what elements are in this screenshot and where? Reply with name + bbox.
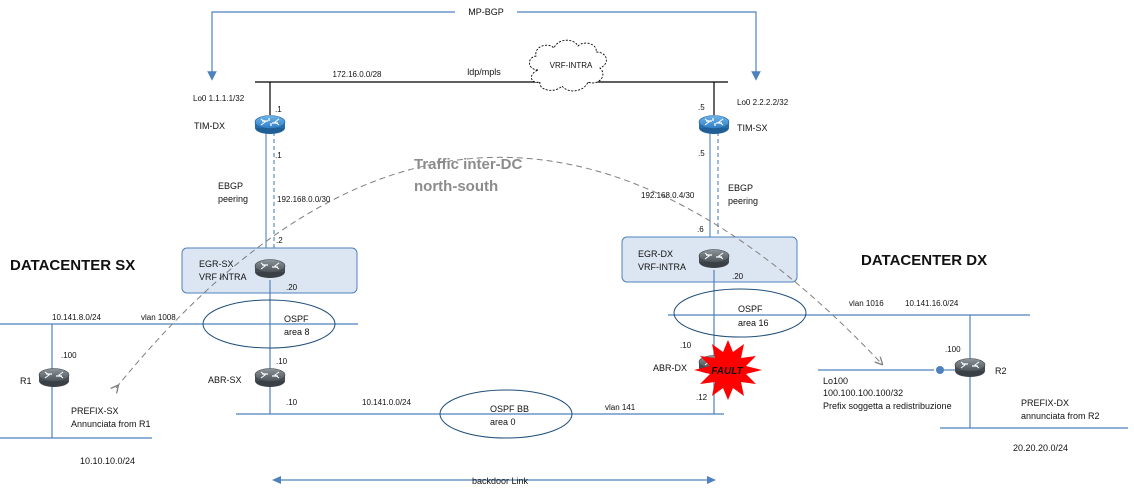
tim-sx-ip-up: .5	[698, 103, 705, 112]
r2-router-icon[interactable]	[954, 357, 986, 378]
tim-dx-name: TIM-DX	[194, 121, 225, 131]
r1-router-icon[interactable]	[38, 367, 70, 388]
ospf-area16-line1: OSPF	[738, 304, 763, 314]
abr-dx-ip-down: .12	[696, 393, 708, 402]
abr-sx-name: ABR-SX	[208, 375, 242, 385]
backbone-subnet: 10.141.0.0/24	[362, 398, 411, 407]
fault-label: FAULT	[711, 366, 743, 377]
lo100-line1: Lo100	[823, 376, 848, 386]
prefix-sx-line1: PREFIX-SX	[71, 406, 119, 416]
egr-dx-ip-down: .20	[732, 272, 744, 281]
egr-sx-name: EGR-SX	[199, 259, 234, 269]
abr-dx-name: ABR-DX	[653, 363, 687, 373]
backdoor-label: backdoor Link	[472, 476, 529, 486]
ebgp-sx-subnet: 192.168.0.0/30	[277, 195, 331, 204]
tim-dx-ip-up: .1	[275, 105, 282, 114]
lo100-line3: Prefix soggetta a redistribuzione	[823, 401, 952, 411]
tim-sx-router-icon[interactable]	[698, 114, 730, 135]
egr-sx-ip-up: .2	[276, 236, 283, 245]
r1-ip: .100	[61, 351, 77, 360]
ospf-bb-line1: OSPF BB	[490, 404, 529, 414]
tim-sx-loopback: Lo0 2.2.2.2/32	[737, 98, 789, 107]
r2-ip: .100	[945, 345, 961, 354]
egr-dx-router-icon[interactable]	[698, 248, 730, 269]
egr-dx-ip-up: .6	[697, 225, 704, 234]
r1-name: R1	[20, 376, 32, 386]
traffic-line2: north-south	[414, 178, 498, 195]
mpbgp-label: MP-BGP	[468, 7, 504, 17]
ebgp-sx-line2: peering	[218, 194, 248, 204]
datacenter-dx-title: DATACENTER DX	[861, 252, 987, 269]
ospf-area8-ellipse	[202, 299, 336, 349]
fault-burst-icon	[694, 340, 762, 400]
prefix-dx-line2: annunciata from R2	[1021, 411, 1100, 421]
lan-sx-vlan: vlan 1008	[141, 313, 176, 322]
ospf-area16-ellipse	[673, 288, 807, 338]
ebgp-dx-line2: peering	[728, 196, 758, 206]
traffic-path-arrow	[116, 156, 880, 388]
vrf-cloud-icon	[529, 39, 607, 92]
ldp-label: ldp/mpls	[467, 67, 501, 77]
abr-sx-ip-up: .10	[276, 357, 288, 366]
transit-subnet-label: 172.16.0.0/28	[333, 70, 382, 79]
egr-sx-router-icon[interactable]	[254, 258, 286, 279]
vrf-cloud-label: VRF-INTRA	[550, 61, 593, 70]
ebgp-link-right	[709, 132, 719, 245]
ebgp-link-left	[265, 132, 275, 252]
egr-sx-vrf: VRF INTRA	[199, 272, 247, 282]
lan-dx-vlan: vlan 1016	[849, 299, 884, 308]
ebgp-sx-line1: EBGP	[218, 181, 243, 191]
datacenter-sx-title: DATACENTER SX	[10, 257, 135, 274]
tim-dx-loopback: Lo0 1.1.1.1/32	[193, 94, 245, 103]
r2-subnet: 20.20.20.0/24	[1013, 443, 1068, 453]
abr-dx-ip-up: .10	[680, 341, 692, 350]
ospf-area8-line1: OSPF	[284, 314, 309, 324]
abr-sx-ip-down: .10	[286, 398, 298, 407]
lo100-line2: 100.100.100.100/32	[823, 388, 903, 398]
prefix-sx-line2: Annunciata from R1	[71, 419, 151, 429]
tim-dx-ip-down: .1	[275, 151, 282, 160]
r1-subnet: 10.10.10.0/24	[80, 456, 135, 466]
ebgp-dx-subnet: 192.168.0.4/30	[641, 191, 695, 200]
r2-name: R2	[995, 366, 1007, 376]
egr-dx-name: EGR-DX	[638, 249, 673, 259]
ebgp-dx-line1: EBGP	[728, 183, 753, 193]
tim-dx-router-icon[interactable]	[254, 114, 286, 135]
lan-sx-subnet: 10.141.8.0/24	[52, 313, 101, 322]
backbone-vlan: vlan 141	[605, 403, 636, 412]
ospf-area16-line2: area 16	[738, 318, 769, 328]
abr-sx-router-icon[interactable]	[254, 367, 286, 388]
prefix-dx-line1: PREFIX-DX	[1021, 398, 1069, 408]
egr-sx-ip-down: .20	[286, 283, 298, 292]
traffic-line1: Traffic inter-DC	[414, 156, 523, 173]
egr-dx-vrf: VRF-INTRA	[638, 262, 686, 272]
mpbgp-arrow	[207, 11, 761, 81]
ospf-bb-line2: area 0	[490, 417, 516, 427]
ospf-area8-line2: area 8	[284, 327, 310, 337]
tim-sx-name: TIM-SX	[737, 123, 768, 133]
tim-sx-ip-down: .5	[698, 149, 705, 158]
lan-dx-subnet: 10.141.16.0/24	[905, 299, 959, 308]
